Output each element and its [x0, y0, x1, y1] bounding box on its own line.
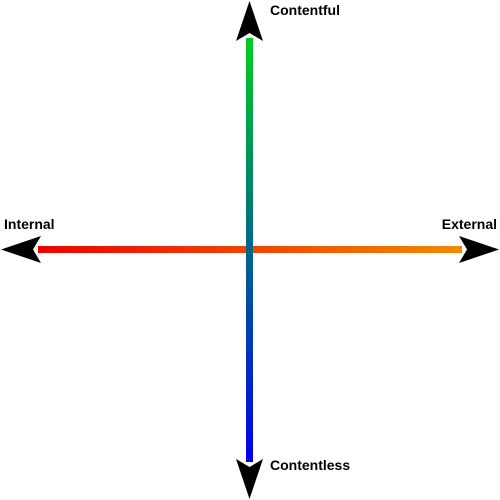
label-bottom: Contentless — [270, 457, 350, 473]
label-top: Contentful — [270, 2, 340, 18]
label-right: External — [442, 216, 497, 232]
arrow-right-icon — [459, 236, 499, 263]
label-left: Internal — [4, 216, 55, 232]
vertical-axis-line — [246, 38, 253, 462]
arrow-up-icon — [236, 1, 263, 41]
arrow-down-icon — [236, 459, 263, 499]
arrow-left-icon — [1, 236, 41, 263]
